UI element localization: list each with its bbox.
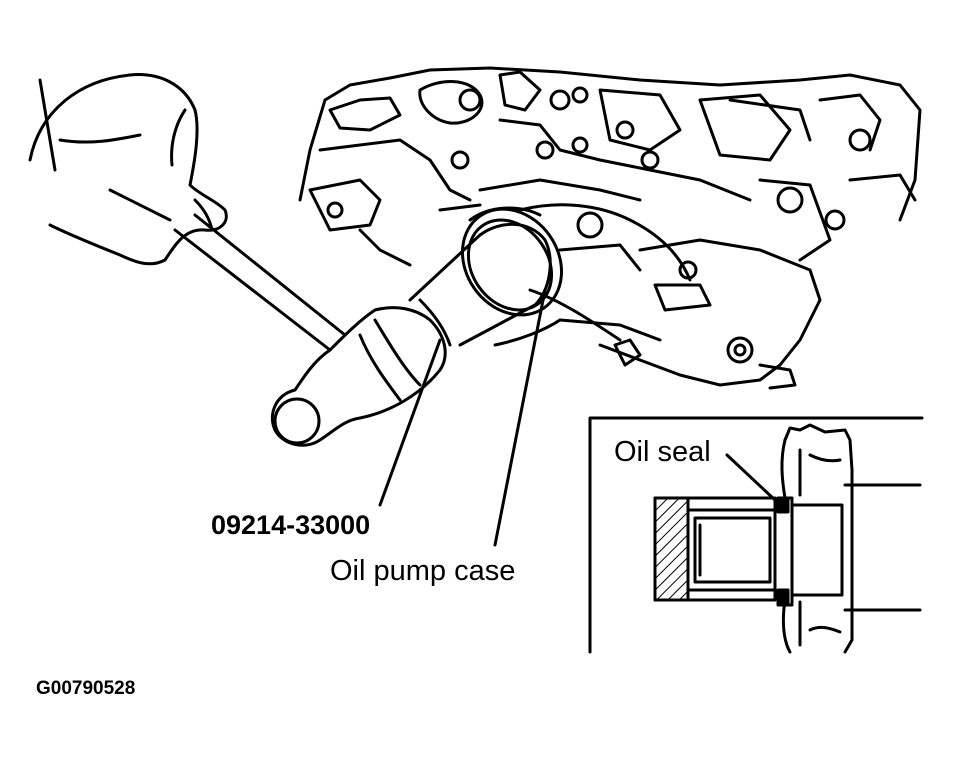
- oil-pump-case-label: Oil pump case: [330, 555, 516, 587]
- figure-code-label: G00790528: [36, 678, 136, 699]
- tool-part-number-label: 09214-33000: [211, 510, 371, 540]
- leader-tool: [378, 338, 442, 507]
- hand-illustration: [28, 73, 228, 266]
- inset-detail: [588, 416, 924, 654]
- hammer: [173, 213, 447, 447]
- oil-seal-label: Oil seal: [614, 436, 711, 468]
- engine-block: [298, 66, 922, 390]
- leader-seal: [725, 453, 777, 502]
- leader-case: [493, 288, 547, 547]
